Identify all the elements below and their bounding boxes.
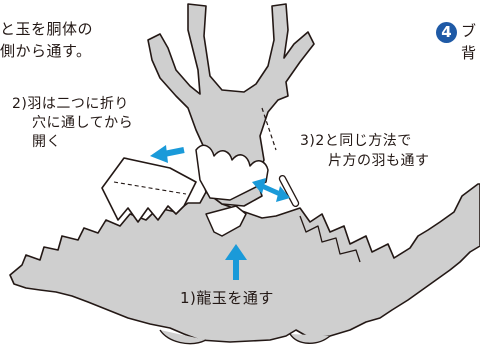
wing-fold-label-line1: 2)羽は二つに折り xyxy=(12,96,129,112)
ball-pass-label: 1)龍玉を通す xyxy=(180,289,274,307)
step-number-badge: 4 xyxy=(436,22,457,43)
ball-slot xyxy=(205,205,247,237)
left-leg xyxy=(159,329,207,345)
neck-frill xyxy=(195,144,269,201)
arrow-up-icon xyxy=(225,244,247,280)
step-text-line1: ブ xyxy=(461,22,477,40)
double-arrow-icon xyxy=(252,178,290,202)
other-wing-label-line2: 片方の羽も通す xyxy=(328,153,430,169)
wing-fold-label-line3: 開く xyxy=(32,134,61,150)
arrow-left-icon xyxy=(150,145,185,163)
left-wing xyxy=(101,157,197,223)
intro-text-line2: 側から通す。 xyxy=(0,42,92,60)
right-leg xyxy=(289,333,331,344)
step-text-line2: 背 xyxy=(461,44,477,62)
dragon-body xyxy=(9,183,480,343)
wing-fold-label-line2: 穴に通してから xyxy=(32,115,134,131)
intro-text-line1: と玉を胴体の xyxy=(0,20,94,38)
neck-fold-line xyxy=(261,107,277,151)
wing-fold-line xyxy=(113,181,187,195)
right-wing-slot xyxy=(278,174,300,208)
other-wing-label-line1: 3)2と同じ方法で xyxy=(300,133,412,149)
back-spikes xyxy=(299,215,361,263)
